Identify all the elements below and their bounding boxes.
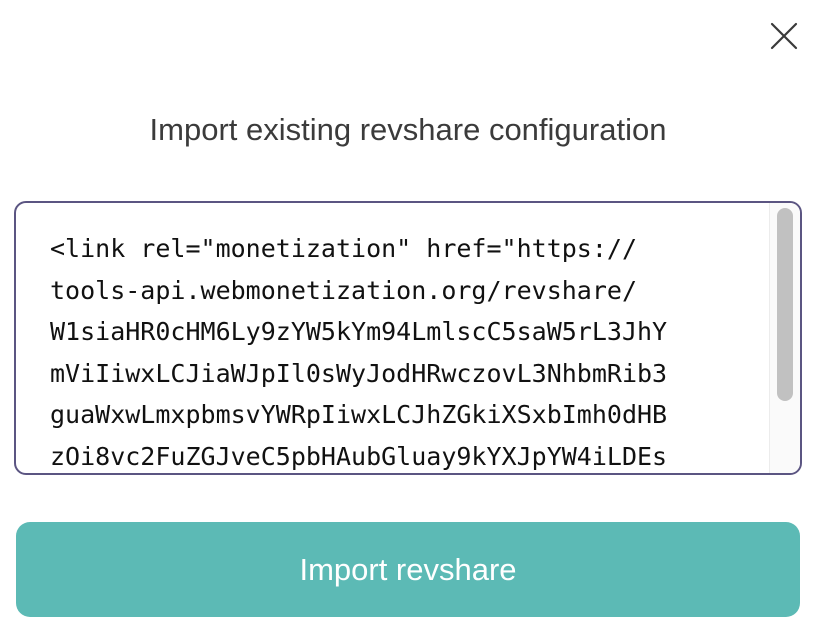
close-button[interactable] xyxy=(766,18,802,54)
scrollbar-thumb[interactable] xyxy=(777,208,793,401)
code-line: mViIiwxLCJiaWJpIl0sWyJodHRwczovL3NhbmRib… xyxy=(50,358,668,388)
code-line: guaWxwLmxpbmsvYWRpIiwxLCJhZGkiXSxbImh0dH… xyxy=(50,400,668,429)
code-line: W1siaHR0cHM6Ly9zYW5kYm94LmlscC5saW5rL3Jh… xyxy=(50,317,668,346)
vertical-scrollbar[interactable] xyxy=(769,203,800,473)
code-line: <link rel="monetization" href="https:// xyxy=(50,234,637,263)
code-line: tools-api.webmonetization.org/revshare/ xyxy=(50,275,637,305)
import-revshare-button[interactable]: Import revshare xyxy=(16,522,800,617)
dialog-title: Import existing revshare configuration xyxy=(149,112,667,147)
revshare-code-text[interactable]: <link rel="monetization" href="https:// … xyxy=(50,228,770,473)
code-line: zOi8vc2FuZGJveC5pbHAubGluay9kYXJpYW4iLDE… xyxy=(50,441,668,471)
revshare-code-textarea[interactable]: <link rel="monetization" href="https:// … xyxy=(14,201,802,475)
close-icon xyxy=(770,22,798,50)
